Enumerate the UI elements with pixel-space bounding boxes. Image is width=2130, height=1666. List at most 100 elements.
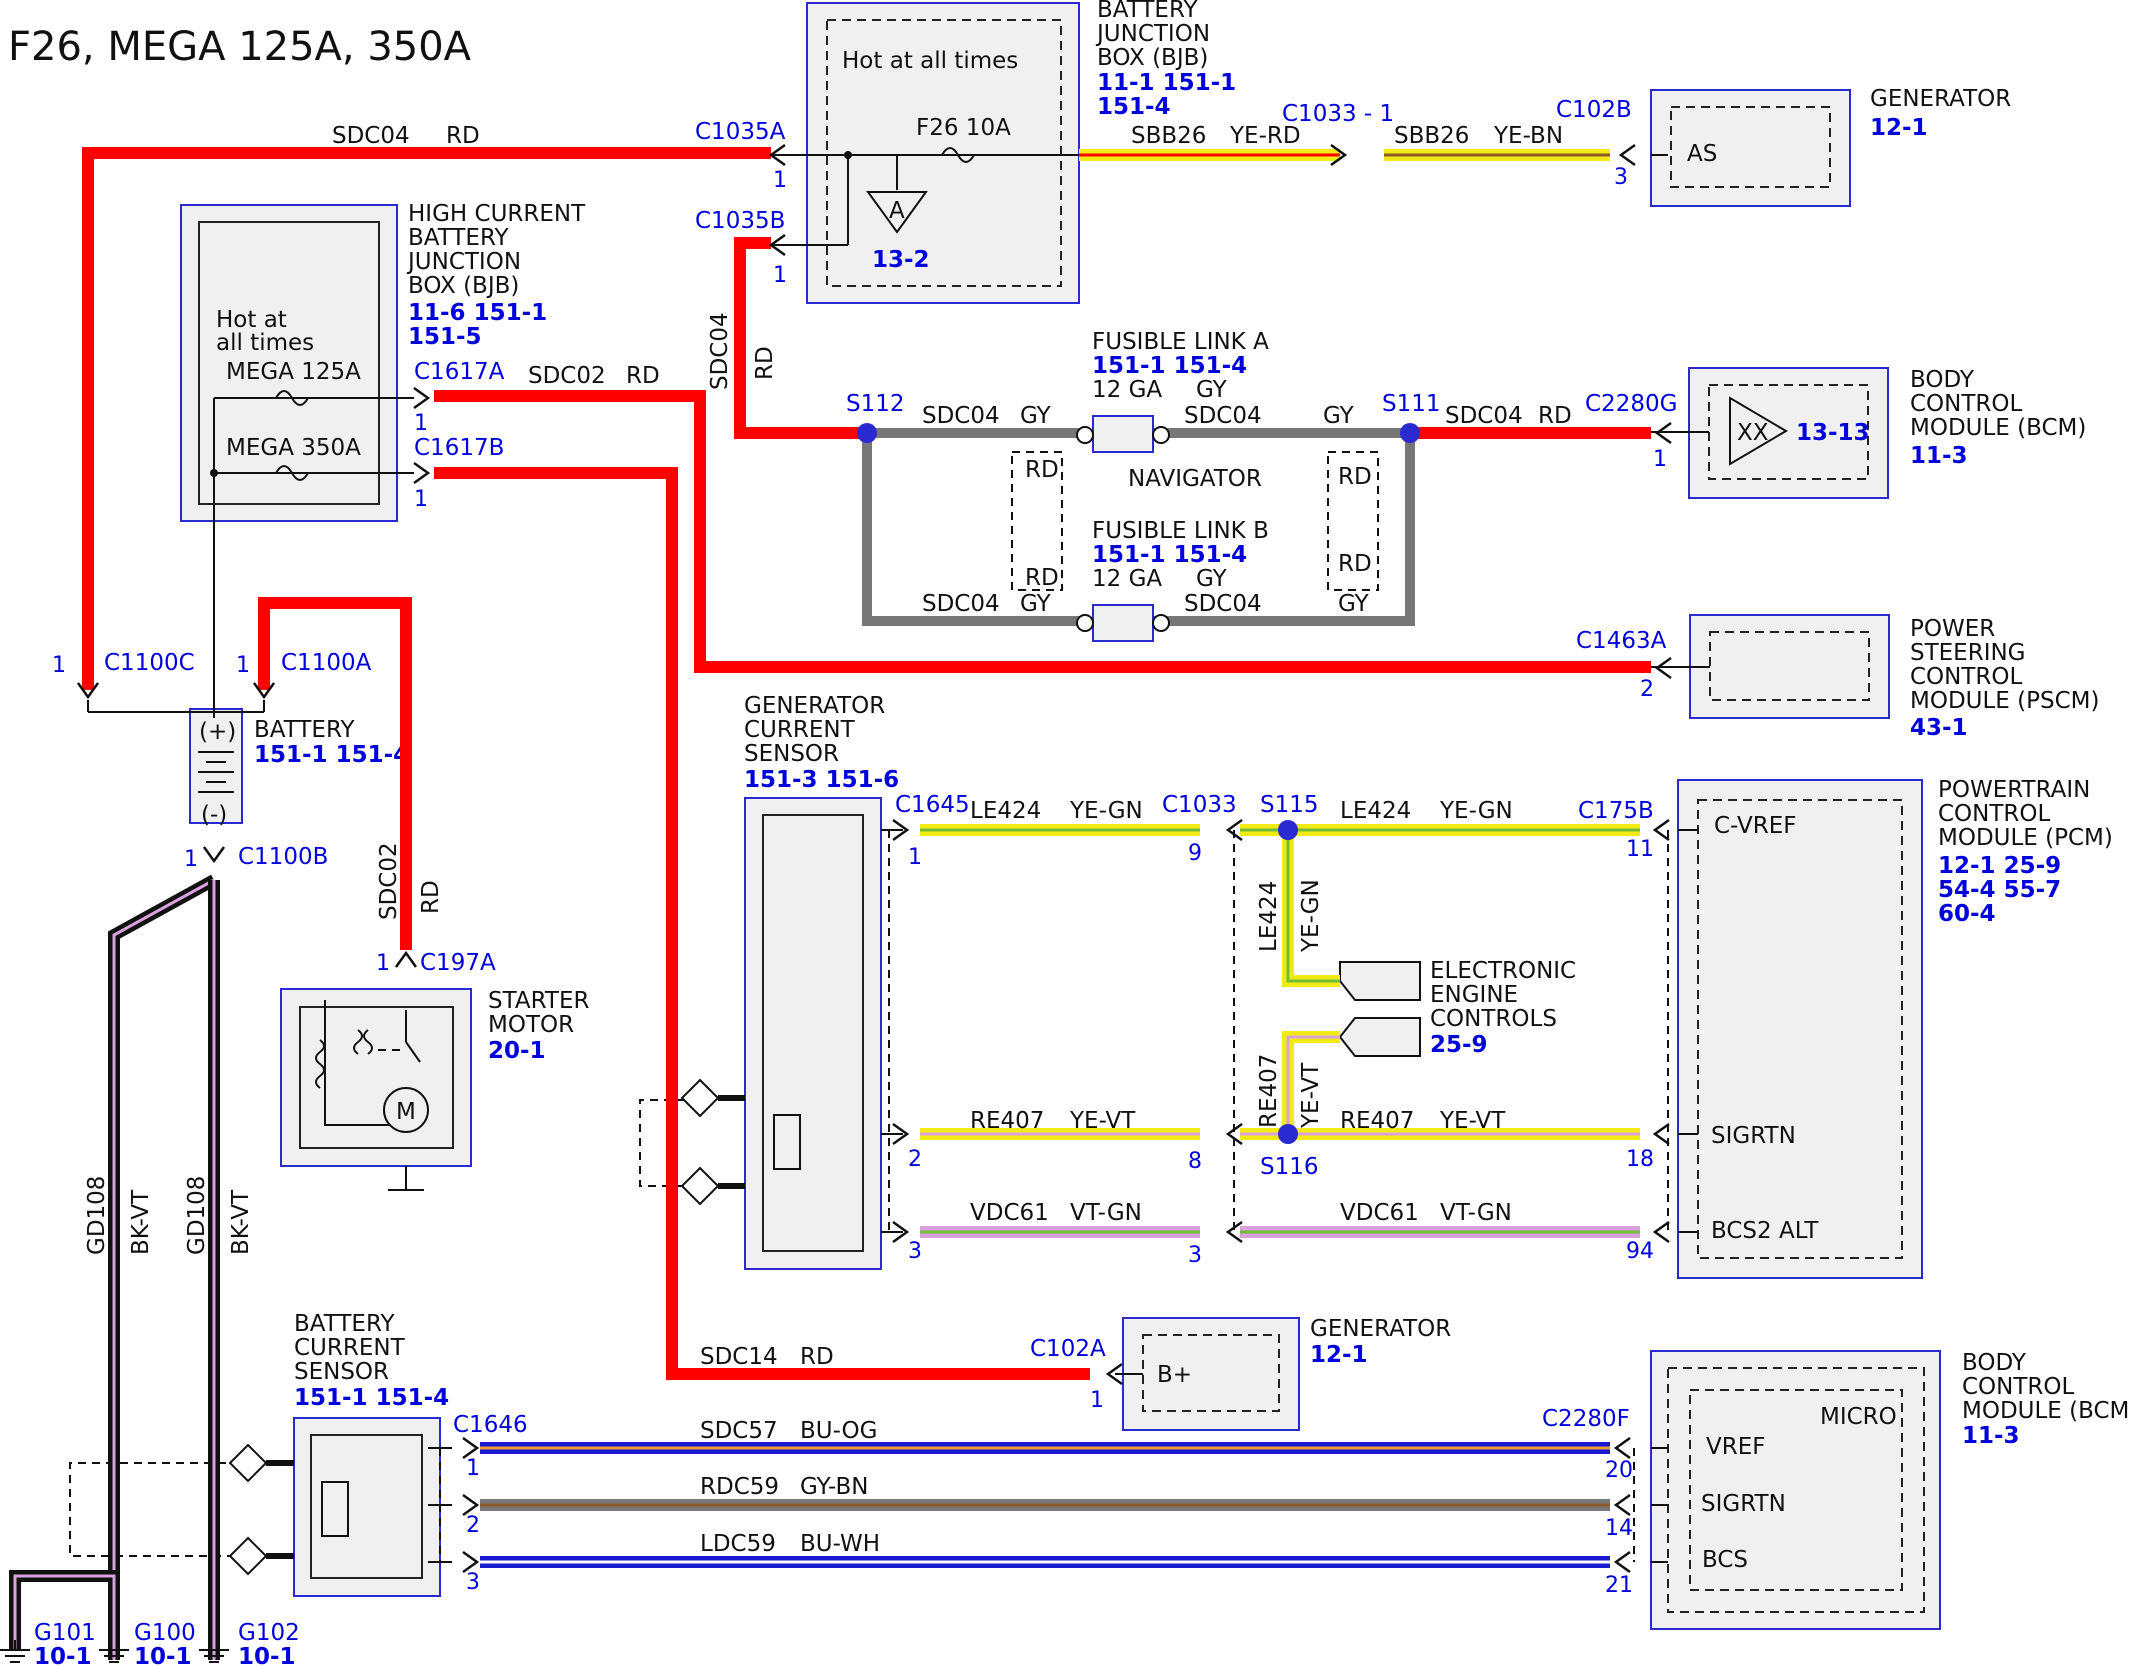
bcm-top-ref[interactable]: 11-3 [1910, 443, 1968, 469]
eec-label-1: ELECTRONIC [1430, 958, 1576, 984]
con-s111[interactable]: S111 [1382, 391, 1441, 417]
ground-g102[interactable]: G102 [238, 1620, 300, 1646]
lbl-rd-h: RD [800, 1344, 834, 1370]
hcbjb-ref-1[interactable]: 11-6 151-1 [408, 300, 547, 326]
bjb-ref-1[interactable]: 11-1 151-1 [1097, 70, 1236, 96]
lbl-ye-vt-a: YE-VT [1069, 1108, 1136, 1134]
splice-s116[interactable] [1278, 1124, 1298, 1144]
gcs-element [773, 1114, 801, 1170]
ground-g100[interactable]: G100 [134, 1620, 196, 1646]
wire-sdc04-main[interactable] [82, 147, 771, 690]
lbl-vdc61-a: VDC61 [970, 1200, 1049, 1226]
lbl-bjb-subref[interactable]: 13-2 [872, 247, 930, 273]
battery-ref[interactable]: 151-1 151-4 [254, 742, 409, 768]
con-c1033[interactable]: C1033 [1162, 792, 1237, 818]
pcm-ref-3[interactable]: 60-4 [1938, 901, 1996, 927]
hcbjb-ref-2[interactable]: 151-5 [408, 324, 482, 350]
wire-gd108-g101[interactable] [9, 1570, 120, 1650]
con-c1463a[interactable]: C1463A [1576, 628, 1667, 654]
lbl-ye-gn-vert: YE-GN [1298, 879, 1324, 953]
con-c1617a[interactable]: C1617A [414, 359, 505, 385]
pcm-label-2: CONTROL [1938, 801, 2051, 827]
con-c1033-1[interactable]: C1033 - 1 [1282, 101, 1394, 127]
bcm-bottom-label-2: CONTROL [1962, 1374, 2075, 1400]
eec-label-2: ENGINE [1430, 982, 1518, 1008]
con-c2280g[interactable]: C2280G [1585, 391, 1677, 417]
wire-sdc04-branch[interactable] [734, 237, 867, 439]
ground-g101-ref[interactable]: 10-1 [34, 1644, 92, 1666]
con-c2280f[interactable]: C2280F [1542, 1406, 1630, 1432]
con-c1617b[interactable]: C1617B [414, 435, 504, 461]
pin-c102b: 3 [1614, 165, 1628, 190]
pcm-ref-1[interactable]: 12-1 25-9 [1938, 853, 2061, 879]
con-c197a[interactable]: C197A [420, 950, 496, 976]
bcm-top-label-1: BODY [1910, 367, 1975, 393]
pscm-ref[interactable]: 43-1 [1910, 715, 1968, 741]
bjb-label-1: BATTERY [1097, 0, 1198, 23]
con-c1100a[interactable]: C1100A [281, 650, 372, 676]
wire-sdc02-starter[interactable] [258, 597, 412, 950]
con-c102a[interactable]: C102A [1030, 1336, 1106, 1362]
lbl-gy-c: GY [1020, 591, 1052, 617]
hcbjb-label-4: BOX (BJB) [408, 273, 519, 299]
pcm-ref-2[interactable]: 54-4 55-7 [1938, 877, 2061, 903]
lbl-rd-vert: RD [752, 346, 778, 380]
con-c1035b[interactable]: C1035B [695, 208, 785, 234]
wire-sdc14[interactable] [434, 467, 1090, 1380]
hcbjb-note-1: Hot at [216, 307, 287, 333]
starter-motor-box: M [280, 988, 472, 1167]
pin-c1033-3: 3 [1188, 1243, 1202, 1268]
lbl-sdc14: SDC14 [700, 1344, 778, 1370]
shield-grounds [228, 1078, 745, 1576]
ground-g102-ref[interactable]: 10-1 [238, 1644, 296, 1666]
bcm-top-symbol: XX [1737, 420, 1769, 446]
pscm-label-1: POWER [1910, 616, 1995, 642]
pin-c1035a: 1 [773, 168, 787, 193]
lbl-flb-name: FUSIBLE LINK B [1092, 518, 1269, 544]
bcm-bottom-pin-vref: VREF [1706, 1434, 1765, 1460]
lbl-fla-refs[interactable]: 151-1 151-4 [1092, 353, 1247, 379]
gcs-ref[interactable]: 151-3 151-6 [744, 767, 899, 793]
con-c1035a[interactable]: C1035A [695, 119, 786, 145]
wire-re407-eec[interactable] [1282, 1031, 1340, 1134]
bcm-bottom-ref[interactable]: 11-3 [1962, 1423, 2020, 1449]
bcm-top-box: XX 13-13 [1688, 367, 1889, 499]
con-s112[interactable]: S112 [846, 391, 905, 417]
ground-g101[interactable]: G101 [34, 1620, 96, 1646]
splice-s111[interactable] [1400, 423, 1420, 443]
bcs-ref[interactable]: 151-1 151-4 [294, 1385, 449, 1411]
pscm-label-4: MODULE (PSCM) [1910, 688, 2099, 714]
con-c1645[interactable]: C1645 [895, 792, 970, 818]
lbl-le424-a: LE424 [970, 798, 1041, 824]
lbl-gy-d: GY [1338, 591, 1370, 617]
lbl-ye-rd: YE-RD [1229, 123, 1301, 149]
generator-as-ref[interactable]: 12-1 [1870, 115, 1928, 141]
eec-ref[interactable]: 25-9 [1430, 1032, 1488, 1058]
starter-ref[interactable]: 20-1 [488, 1038, 546, 1064]
bcm-top-subref[interactable]: 13-13 [1796, 420, 1870, 446]
bjb-ref-2[interactable]: 151-4 [1097, 94, 1171, 120]
pin-c1035b: 1 [773, 263, 787, 288]
generator-bplus-box: B+ [1122, 1317, 1300, 1431]
wire-sdc02-pscm[interactable] [434, 390, 1651, 673]
con-c102b[interactable]: C102B [1556, 97, 1632, 123]
con-s116[interactable]: S116 [1260, 1154, 1319, 1180]
wire-le424-eec[interactable] [1282, 830, 1340, 987]
splice-s115[interactable] [1278, 820, 1298, 840]
wire-fusible-loop[interactable] [862, 415, 1415, 642]
generator-bplus-ref[interactable]: 12-1 [1310, 1342, 1368, 1368]
con-s115[interactable]: S115 [1260, 792, 1319, 818]
wire-gd108-1[interactable] [108, 874, 217, 1660]
con-c1100c[interactable]: C1100C [104, 650, 195, 676]
con-c175b[interactable]: C175B [1578, 798, 1654, 824]
lbl-flb-refs[interactable]: 151-1 151-4 [1092, 542, 1247, 568]
splice-s112[interactable] [857, 423, 877, 443]
ground-g100-ref[interactable]: 10-1 [134, 1644, 192, 1666]
con-c1100b[interactable]: C1100B [238, 844, 328, 870]
lbl-fla-name: FUSIBLE LINK A [1092, 329, 1269, 355]
lbl-gy-a: GY [1020, 403, 1052, 429]
ground-symbols [0, 1640, 229, 1663]
fusible-link-b [1092, 604, 1154, 642]
lbl-gd108-b: GD108 [184, 1176, 210, 1255]
con-c1646[interactable]: C1646 [453, 1412, 528, 1438]
